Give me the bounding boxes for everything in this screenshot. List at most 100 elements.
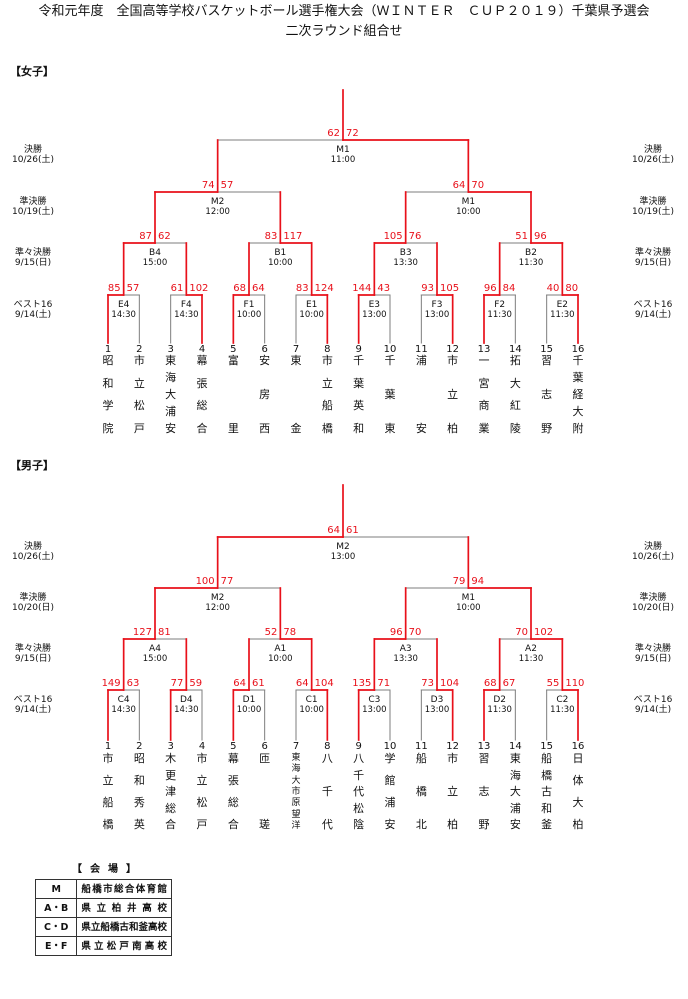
round-date-left: 9/14(土) — [14, 705, 52, 715]
name-char: 房 — [259, 388, 271, 401]
score-right: 70 — [408, 627, 422, 638]
name-char: 立 — [447, 388, 459, 401]
name-char: 立 — [94, 940, 104, 952]
team-number: 10 — [383, 741, 397, 752]
score-left: 73 — [421, 678, 434, 689]
round-date-right: 9/15(日) — [634, 258, 672, 268]
team-name: 市立船橋 — [100, 753, 116, 831]
match-label: M2 — [336, 542, 350, 552]
round-name-left: ベスト16 — [13, 695, 53, 705]
name-char: 柏 — [572, 818, 584, 831]
score-left: 83 — [264, 231, 278, 242]
team-name: 千葉英和 — [351, 355, 367, 435]
name-char: 船 — [321, 399, 333, 413]
name-char: 千 — [572, 354, 584, 367]
name-char: 高 — [142, 902, 152, 914]
name-char: 井 — [127, 902, 137, 914]
match-time: 10:00 — [268, 654, 293, 664]
name-char: 総 — [227, 796, 239, 809]
match-time: 14:30 — [174, 310, 199, 320]
team-number: 9 — [355, 344, 362, 355]
team-number: 8 — [324, 741, 331, 752]
team-number: 11 — [414, 344, 428, 355]
name-char: 陵 — [509, 421, 521, 435]
score-right: 78 — [283, 627, 297, 638]
name-char: 大 — [509, 785, 521, 798]
score-left: 96 — [483, 283, 497, 294]
name-char: 戸 — [133, 421, 145, 435]
page-title: 令和元年度 全国高等学校バスケットボール選手権大会（ＷＩＮＴＥＲ ＣＵＰ２０１９… — [38, 4, 650, 19]
match-label: M1 — [336, 145, 350, 155]
name-char: 葉 — [572, 371, 584, 384]
name-char: 原 — [291, 798, 301, 809]
name-char: 船 — [81, 883, 91, 895]
score-right: 67 — [502, 678, 516, 689]
bracket-lines-winner — [107, 89, 579, 741]
name-char: 富 — [227, 354, 239, 367]
name-char: 習 — [478, 752, 490, 765]
name-char: 安 — [259, 354, 271, 367]
name-char: 館 — [384, 774, 396, 787]
name-char: 立 — [196, 774, 208, 787]
team-name: 東海大浦安 — [507, 753, 523, 831]
score-left: 62 — [327, 128, 340, 139]
name-char: 柏 — [447, 422, 459, 435]
name-char: 幕 — [196, 354, 208, 367]
score-left: 135 — [352, 678, 372, 689]
name-char: 大 — [291, 775, 301, 786]
name-char: 安 — [509, 818, 521, 831]
name-char: 市 — [447, 752, 459, 765]
match-label: D1 — [242, 695, 256, 705]
name-char: 育 — [146, 883, 157, 895]
score-left: 83 — [295, 283, 309, 294]
team-number: 13 — [477, 344, 491, 355]
name-char: 市 — [321, 354, 333, 367]
score-right: 57 — [126, 283, 140, 294]
team-name: 船橋北 — [413, 753, 429, 831]
round-date-right: 10/26(土) — [632, 155, 674, 165]
match-label: F3 — [431, 300, 443, 310]
name-char: 市 — [102, 752, 114, 765]
team-name: 学館浦安 — [382, 753, 398, 831]
score-left: 52 — [264, 627, 278, 638]
name-char: 船 — [100, 921, 110, 933]
team-number: 15 — [540, 741, 554, 752]
name-char: 戸 — [119, 940, 129, 952]
name-char: 英 — [133, 818, 145, 831]
match-time: 10:00 — [236, 310, 262, 320]
name-char: 立 — [102, 774, 114, 787]
team-number: 1 — [104, 741, 112, 752]
score-left: 40 — [546, 283, 560, 294]
round-name-right: 準々決勝 — [634, 248, 672, 258]
venue-name: 県立船橋古和釜高校 — [77, 922, 171, 933]
round-name-left: 決勝 — [23, 542, 43, 552]
name-char: 大 — [572, 796, 584, 809]
round-name-right: ベスト16 — [633, 695, 673, 705]
match-time: 10:00 — [456, 603, 481, 613]
score-left: 79 — [452, 576, 466, 587]
name-char: 東 — [290, 354, 302, 367]
round-date-left: 9/14(土) — [14, 310, 52, 320]
name-char: 西 — [259, 422, 271, 435]
name-char: 市 — [196, 752, 208, 765]
name-char: 陰 — [353, 818, 365, 831]
team-name: 習志野 — [539, 355, 555, 435]
name-char: 紅 — [509, 399, 521, 413]
round-date-right: 9/14(土) — [634, 310, 672, 320]
name-char: 海 — [509, 768, 521, 782]
venue-row: C・D 県立船橋古和釜高校 — [34, 917, 172, 937]
score-right: 80 — [565, 283, 579, 294]
team-number: 1 — [104, 344, 112, 355]
round-date-right: 10/26(土) — [632, 552, 674, 562]
name-char: 代 — [321, 818, 333, 831]
match-label: M2 — [210, 197, 225, 207]
round-date-left: 10/19(土) — [12, 207, 54, 217]
team-number: 14 — [508, 741, 522, 752]
score-right: 57 — [220, 180, 234, 191]
name-char: 学 — [384, 752, 396, 765]
score-right: 62 — [158, 231, 171, 242]
round-date-right: 9/15(日) — [634, 654, 672, 664]
match-time: 11:30 — [487, 310, 512, 320]
